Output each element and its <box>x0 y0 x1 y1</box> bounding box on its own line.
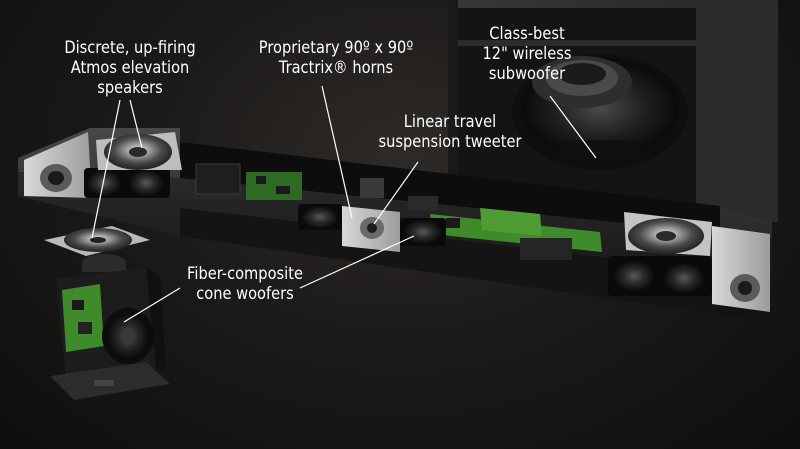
center-electronics <box>195 163 602 260</box>
atmos-speakers-label: Discrete, up-firing Atmos elevation spea… <box>61 38 199 98</box>
right-horn-panel <box>712 226 770 312</box>
subwoofer-label: Class-best 12" wireless subwoofer <box>471 24 583 84</box>
right-woofers <box>608 256 712 296</box>
left-woofers <box>84 168 170 198</box>
right-up-firing-driver <box>624 212 712 256</box>
center-woofer-left <box>298 204 342 230</box>
elevation-module-exploded <box>44 226 170 410</box>
atmos-label-line-2: Atmos elevation <box>70 58 190 78</box>
tractrix-label-line-1: Proprietary 90º x 90º <box>258 38 414 58</box>
tweeter-label: Linear travel suspension tweeter <box>373 112 528 152</box>
tractrix-label-line-2: Tractrix® horns <box>278 58 394 78</box>
cone-woofers-label: Fiber-composite cone woofers <box>181 264 310 304</box>
subwoofer-label-line-2: 12" wireless <box>482 44 572 64</box>
tractrix-horns-label: Proprietary 90º x 90º Tractrix® horns <box>250 38 422 78</box>
subwoofer-label-line-1: Class-best <box>489 24 565 44</box>
tweeter-label-line-2: suspension tweeter <box>378 132 522 152</box>
atmos-label-line-3: speakers <box>97 78 163 98</box>
woofers-label-line-2: cone woofers <box>196 284 294 304</box>
tweeter-label-line-1: Linear travel <box>403 112 497 132</box>
subwoofer-label-line-3: subwoofer <box>488 64 566 84</box>
center-horn-panel <box>342 206 400 252</box>
atmos-label-line-1: Discrete, up-firing <box>64 38 196 58</box>
left-horn-panel <box>24 132 92 198</box>
woofers-label-line-1: Fiber-composite <box>187 264 303 284</box>
center-woofer-right <box>400 218 446 246</box>
